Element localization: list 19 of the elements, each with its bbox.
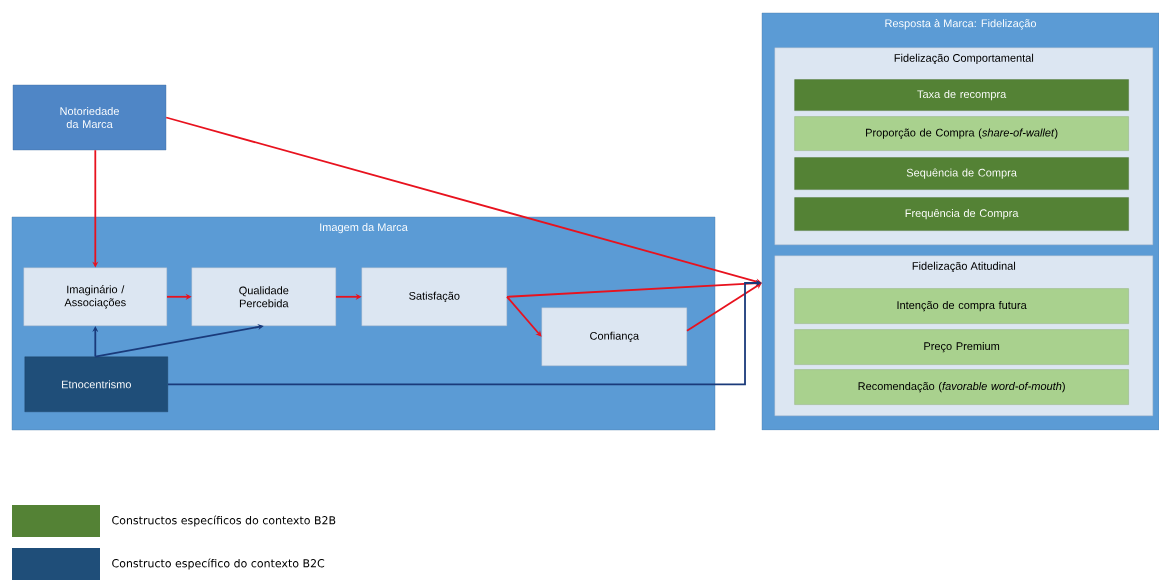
arrow xyxy=(94,324,264,358)
concept-box: Qualidade Percebida xyxy=(191,267,336,326)
concept-box: Imaginário / Associações xyxy=(23,267,167,326)
arrow xyxy=(686,283,762,332)
concept-box: Etnocentrismo xyxy=(24,356,168,412)
construct-bar: Frequência de Compra xyxy=(794,197,1129,231)
construct-bar: Taxa de recompra xyxy=(794,79,1129,111)
construct-bar: Proporção de Compra (share-of-wallet) xyxy=(794,116,1129,151)
construct-bar: Sequência de Compra xyxy=(794,157,1129,190)
concept-box: Satisfação xyxy=(361,267,507,326)
construct-bar: Recomendação (favorable word-of-mouth) xyxy=(794,369,1129,405)
concept-box: Notoriedade da Marca xyxy=(12,84,167,151)
arrow xyxy=(167,279,762,386)
construct-bar: Intenção de compra futura xyxy=(794,288,1129,324)
arrow xyxy=(506,295,542,337)
legend-label: Constructo específico do contexto B2C xyxy=(112,558,325,570)
construct-bar: Preço Premium xyxy=(794,329,1129,365)
legend-label: Constructos específicos do contexto B2B xyxy=(112,515,336,527)
concept-box: Confiança xyxy=(541,307,687,366)
